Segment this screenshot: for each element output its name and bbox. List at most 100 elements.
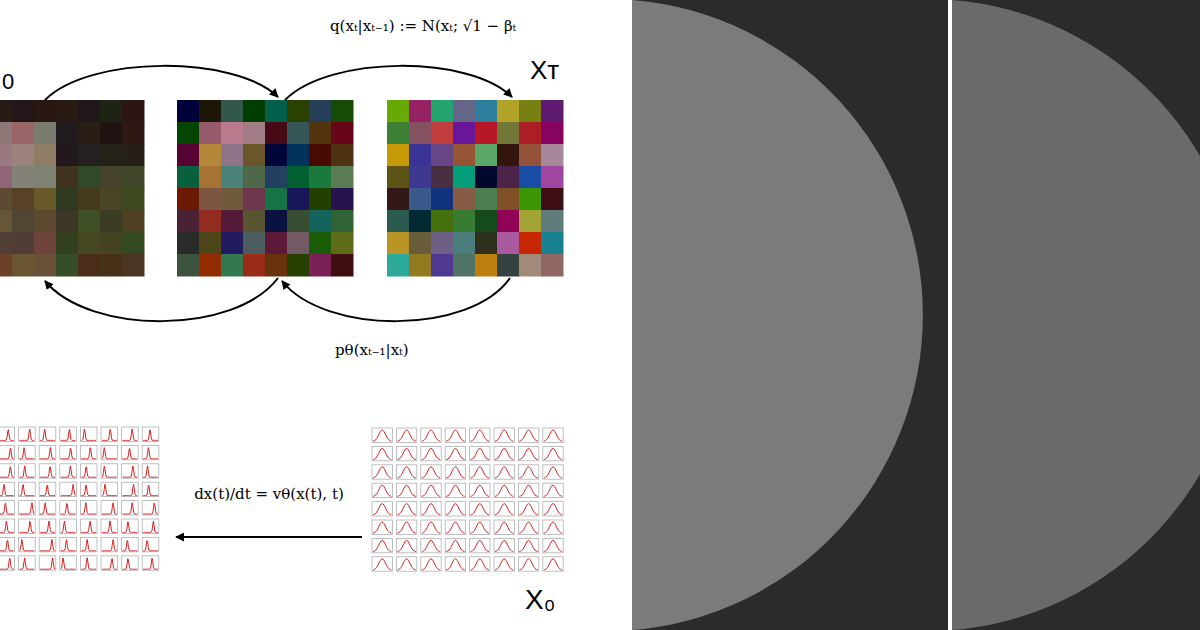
pixel [387,254,410,277]
plot-frame [60,464,77,478]
density-curve [123,522,138,533]
pixel [431,210,454,233]
plot-frame [421,557,441,571]
density-curve [446,559,464,570]
plot-frame [518,465,538,479]
pixel [475,254,498,277]
plot-frame [494,557,514,571]
density-curve [519,559,537,570]
pixel [177,188,200,211]
pixel [387,100,410,123]
pixel [453,254,476,277]
pixel [56,144,79,167]
density-curve [373,540,391,551]
pixel [243,254,266,277]
density-curve [61,558,76,569]
pixel [287,210,310,233]
density-curve [0,484,14,495]
pixel [221,210,244,233]
plot-frame [372,520,392,534]
pixel [221,122,244,145]
pixel [519,188,542,211]
plot-frame [122,482,139,496]
plot-frame [80,427,97,441]
plot-frame [80,501,97,515]
plot-frame [421,520,441,534]
density-curve [143,485,158,495]
plot-frame [142,537,159,551]
pixel [387,144,410,167]
plot-frame [470,446,490,460]
density-curve [373,559,391,570]
pixel [431,100,454,123]
plot-frame [518,538,538,552]
density-curve [471,485,489,496]
plot-frame [372,428,392,442]
density-curve [422,504,440,515]
density-curve [20,466,35,477]
plot-frame [445,428,465,442]
plot-frame [445,465,465,479]
density-curve [519,540,537,551]
pixel [100,232,123,255]
plot-frame [396,428,416,442]
plot-frame [470,483,490,497]
pixel [177,144,200,167]
pixel [409,122,432,145]
pixel [453,100,476,123]
pixel [100,144,123,167]
plot-frame [494,483,514,497]
pixel [221,100,244,123]
density-curve [20,448,35,459]
density-curve [20,485,35,496]
density-curve [397,485,415,496]
density-curve [81,485,96,495]
pixel [243,166,266,189]
plot-frame [142,445,159,459]
density-curve [20,558,35,569]
pixel [475,188,498,211]
plot-frame [396,557,416,571]
density-curve [397,559,415,570]
density-curve [495,430,513,441]
pixel [221,188,244,211]
pixel [100,122,123,145]
plot-frame [19,445,36,459]
pixel [409,210,432,233]
density-curve [81,540,96,551]
pixel [56,100,79,123]
pixel [12,166,35,189]
density-curve [495,485,513,496]
density-curve [446,430,464,441]
half-circle [952,0,1200,630]
pixel [199,144,222,167]
plot-frame [101,519,118,533]
density-curve [102,540,117,551]
pixel [309,100,332,123]
plot-frame [0,519,15,533]
pixel [56,232,79,255]
density-curve [102,466,117,477]
density-curve [81,558,96,569]
plot-frame [518,446,538,460]
pixel [265,254,288,277]
pixel [221,166,244,189]
plot-frame [445,446,465,460]
pixel-image [387,100,564,277]
pixel [519,100,542,123]
density-curve [544,540,562,551]
pixel [177,254,200,277]
pixel [78,122,101,145]
pixel [100,100,123,123]
plot-frame [80,482,97,496]
density-curve [397,448,415,459]
pixel [177,232,200,255]
density-curve [20,503,35,514]
pixel [100,210,123,233]
pixel [12,144,35,167]
plot-frame [60,482,77,496]
plot-frame [80,464,97,478]
pixel [199,166,222,189]
density-curve [123,466,138,477]
